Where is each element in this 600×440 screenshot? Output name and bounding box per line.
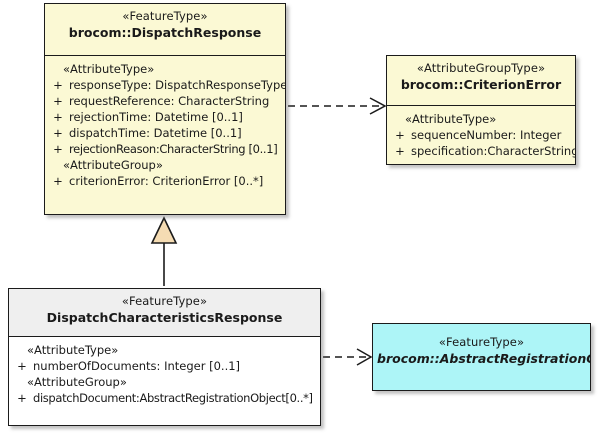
attribute-group-label: «AttributeType» [27,343,119,357]
visibility-marker: + [53,174,63,188]
class-stereotype: «FeatureType» [122,9,208,23]
visibility-marker: + [395,144,405,158]
attribute-row[interactable]: + requestReference: CharacterString [47,93,283,109]
class-header: «FeatureType» brocom::DispatchResponse [45,4,285,56]
attribute-text: dispatchTime: Datetime [0..1] [69,126,242,140]
class-stereotype: «FeatureType» [121,294,208,308]
attribute-row[interactable]: + dispatchTime: Datetime [0..1] [47,125,283,141]
visibility-marker: + [53,78,63,92]
class-box-dispatch-characteristics-response[interactable]: «FeatureType» DispatchCharacteristicsRes… [8,288,321,426]
attribute-text: criterionError: CriterionError [0..*] [69,174,264,188]
generalization-dispatchcharacteristics-to-dispatchresponse[interactable] [150,216,178,286]
attribute-row[interactable]: + rejectionTime: Datetime [0..1] [47,109,283,125]
class-name: brocom::AbstractRegistrationObject [377,350,590,366]
attribute-text: sequenceNumber: Integer [411,128,562,142]
attribute-row[interactable]: + rejectionReason:CharacterString [0..1] [47,141,283,157]
open-arrowhead [356,348,373,366]
visibility-marker: + [17,391,27,405]
class-box-criterion-error[interactable]: «AttributeGroupType» brocom::CriterionEr… [386,55,576,165]
attribute-row[interactable]: + responseType: DispatchResponseType [47,77,286,93]
visibility-marker: + [53,110,63,124]
attribute-group-label: «AttributeType» [405,112,497,126]
class-header: «FeatureType» DispatchCharacteristicsRes… [9,289,320,337]
visibility-marker: + [395,128,405,142]
attribute-text: requestReference: CharacterString [69,94,270,108]
attribute-group-label: «AttributeType» [63,62,155,76]
open-arrowhead [369,97,387,115]
hollow-triangle-arrowhead [150,216,178,244]
class-header: «AttributeGroupType» brocom::CriterionEr… [387,56,575,106]
attribute-row[interactable]: + dispatchDocument:AbstractRegistrationO… [11,390,318,406]
class-body: «AttributeType» + responseType: Dispatch… [45,56,285,195]
attribute-text: numberOfDocuments: Integer [0..1] [33,359,241,373]
dependency-dispatchcharacteristics-to-abstractregistrationobject[interactable] [323,348,373,366]
class-header: «FeatureType» brocom::AbstractRegistrati… [373,324,590,390]
attribute-text: responseType: DispatchResponseType [69,78,286,92]
visibility-marker: + [53,142,63,156]
visibility-marker: + [17,359,27,373]
class-stereotype: «AttributeGroupType» [416,61,546,75]
class-box-dispatch-response[interactable]: «FeatureType» brocom::DispatchResponse «… [44,3,286,215]
attribute-text: rejectionReason:CharacterString [0..1] [69,142,278,156]
attribute-row[interactable]: + sequenceNumber: Integer [389,127,573,143]
class-body: «AttributeType» + sequenceNumber: Intege… [387,106,576,164]
dependency-dispatchresponse-to-criterionerror[interactable] [288,97,387,115]
class-name: brocom::DispatchResponse [68,24,262,40]
class-body: «AttributeType» + numberOfDocuments: Int… [9,337,320,412]
class-box-abstract-registration-object[interactable]: «FeatureType» brocom::AbstractRegistrati… [372,323,591,391]
class-name: DispatchCharacteristicsResponse [46,309,283,325]
attribute-row[interactable]: + specification:CharacterString [389,143,576,159]
attribute-group-label: «AttributeGroup» [63,158,163,172]
attribute-text: dispatchDocument:AbstractRegistrationObj… [33,391,313,405]
attribute-text: specification:CharacterString [411,144,576,158]
class-stereotype: «FeatureType» [438,335,525,349]
attribute-row[interactable]: + numberOfDocuments: Integer [0..1] [11,358,318,374]
visibility-marker: + [53,126,63,140]
attribute-group-label: «AttributeGroup» [27,375,127,389]
attribute-row[interactable]: + criterionError: CriterionError [0..*] [47,173,283,189]
class-name: brocom::CriterionError [400,76,562,92]
visibility-marker: + [53,94,63,108]
attribute-text: rejectionTime: Datetime [0..1] [69,110,243,124]
